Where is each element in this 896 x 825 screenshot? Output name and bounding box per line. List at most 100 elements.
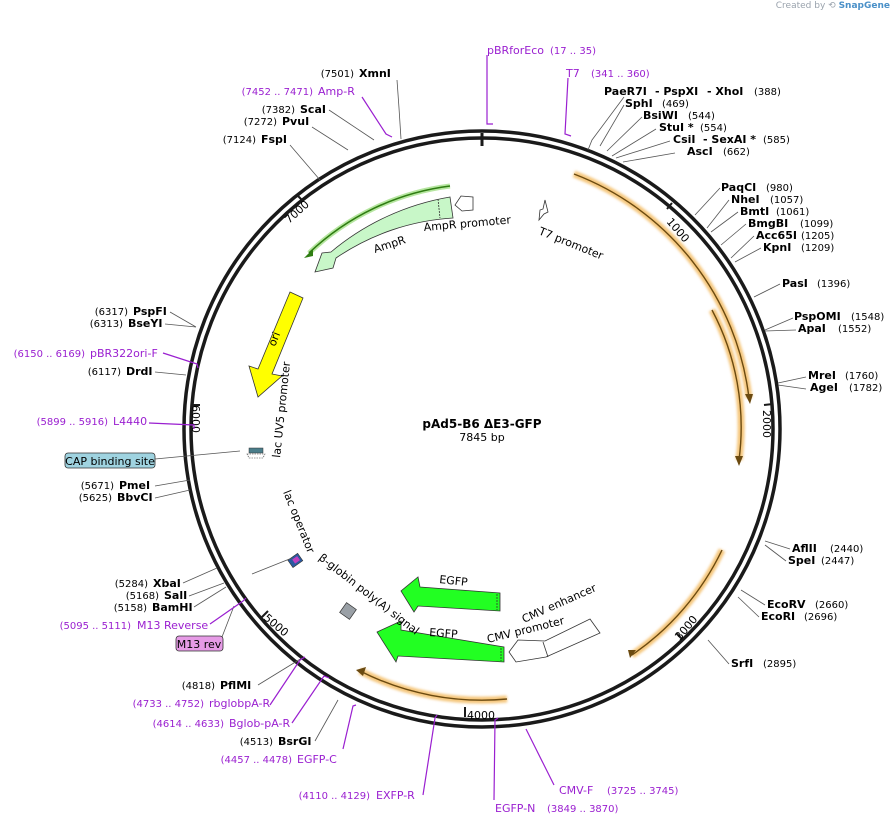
site-srfi: SrfI (2895) [731,657,796,670]
tick-label-2000: 2000 [760,410,773,438]
site-asci-name: AscI [687,145,713,158]
orf-arcs [304,170,753,704]
site-bmti-pos: (1061) [776,207,809,218]
egfp-feature-2 [376,620,505,663]
site-nhei: NheI (1057) [731,193,803,206]
m13-rev-label: M13 rev [177,638,222,651]
site-ecori-pos: (2696) [804,612,837,623]
site-agei: AgeI (1782) [810,381,882,394]
ampr-feature [314,196,454,273]
cap-binding-site-feature [246,447,266,459]
site-ecori-name: EcoRI [761,610,795,623]
credit-prefix: Created by [775,1,826,11]
primer-pbrforeco-pos: (17 .. 35) [550,46,596,57]
site-spei: SpeI (2447) [788,554,854,567]
site-paqci-name: PaqCI [721,181,756,194]
primer-exfp-r-name: EXFP-R [376,789,415,802]
site-xbai: (5284) XbaI [115,577,181,590]
primer-pbr322ori-f: (6150 .. 6169) pBR322ori-F [14,347,158,360]
ampr-orf-arc [304,183,451,258]
site-pspxi-name: - PspXI [655,85,698,98]
primer-m13-reverse-pos: (5095 .. 5111) [60,621,132,632]
site-sexai-pos: (585) [763,135,790,146]
cap-binding-site-label: CAP binding site [65,455,155,468]
site-bbvci-pos: (5625) [79,493,112,504]
site-pspomi-name: PspOMI [794,310,841,323]
primer-cmv-f-name: CMV-F [559,784,593,797]
site-acc65i-name: Acc65I [756,229,797,242]
site-pasi-pos: (1396) [817,279,850,290]
site-bseyi-name: BseYI [128,317,162,330]
site-bsiwi: BsiWI (544) [643,109,715,122]
site-nhei-pos: (1057) [770,195,803,206]
primer-rbglobpa-r-name: rbglobpA-R [209,697,270,710]
primer-bglob-pa-r-name: Bglob-pA-R [229,717,291,730]
site-bamhi: (5158) BamHI [114,601,193,614]
tick-label-6000: 6000 [189,405,202,433]
orf-arc-2 [708,308,745,466]
primer-m13-reverse-name: M13 Reverse [137,619,208,632]
site-bmti: BmtI (1061) [740,205,809,218]
primer-labels: pBRforEco (17 .. 35) T7 (341 .. 360) (74… [14,44,679,815]
site-xhoi-name: - XhoI [707,85,743,98]
primer-l4440-pos: (5899 .. 5916) [37,417,109,428]
site-bbvci: (5625) BbvCI [79,491,153,504]
site-pspomi-pos: (1548) [851,312,884,323]
t7-promoter-label: T7 promoter [536,224,606,262]
site-bamhi-pos: (5158) [114,603,147,614]
primer-rbglobpa-r: (4733 .. 4752) rbglobpA-R [133,697,271,710]
primer-t7: T7 (341 .. 360) [565,67,650,80]
site-bmgbi-pos: (1099) [800,219,833,230]
primer-egfp-n: EGFP-N (3849 .. 3870) [495,802,619,815]
site-paer7i-name: PaeR7I [604,85,647,98]
primer-exfp-r-pos: (4110 .. 4129) [299,791,371,802]
site-fspi-pos: (7124) [223,135,256,146]
primer-pbr322ori-f-pos: (6150 .. 6169) [14,349,86,360]
site-pmei-name: PmeI [119,479,150,492]
site-stui-pos: (554) [700,123,727,134]
site-xbai-pos: (5284) [115,579,148,590]
site-ecorv: EcoRV (2660) [767,598,848,611]
site-mrei: MreI (1760) [808,369,878,382]
site-pspfi-pos: (6317) [95,307,128,318]
site-bmgbi-name: BmgBI [748,217,788,230]
primer-egfp-n-name: EGFP-N [495,802,535,815]
site-paqci: PaqCI (980) [721,181,793,194]
site-scai-name: ScaI [300,103,326,116]
snapgene-brand: SnapGene [838,1,890,11]
primer-t7-pos: (341 .. 360) [591,69,650,80]
site-srfi-name: SrfI [731,657,753,670]
orf-arc-4 [356,667,508,704]
primer-rbglobpa-r-pos: (4733 .. 4752) [133,699,205,710]
primer-pbr322ori-f-name: pBR322ori-F [90,347,158,360]
site-bmgbi: BmgBI (1099) [748,217,833,230]
primer-pbrforeco-name: pBRforEco [487,44,544,57]
ori-label: ori [266,330,283,348]
primer-egfp-c: (4457 .. 4478) EGFP-C [221,753,338,766]
site-pmei: (5671) PmeI [81,479,150,492]
site-pspfi-name: PspFI [133,305,167,318]
m13-rev-box: M13 rev [175,635,224,652]
primer-pbrforeco: pBRforEco (17 .. 35) [487,44,596,57]
site-aflii-pos: (2440) [830,544,863,555]
primer-l4440: (5899 .. 5916) L4440 [37,415,148,428]
primer-amp-r-pos: (7452 .. 7471) [242,87,314,98]
primer-egfp-c-pos: (4457 .. 4478) [221,755,293,766]
backbone [182,129,782,729]
tick-marks [191,195,774,717]
primer-leaders [148,55,572,801]
site-xmni-pos: (7501) [321,69,354,80]
site-pflmi-name: PflMI [220,679,251,692]
site-pflmi: (4818) PflMI [182,679,252,692]
primer-exfp-r: (4110 .. 4129) EXFP-R [299,789,416,802]
map-title: pAd5-B6 ΔE3-GFP [422,417,541,431]
site-drdi-pos: (6117) [88,367,121,378]
site-bsiwi-pos: (544) [688,111,715,122]
site-apai: ApaI (1552) [798,322,871,335]
t7-promoter-feature [538,199,549,222]
primer-egfp-c-name: EGFP-C [297,753,337,766]
site-drdi-name: DrdI [126,365,153,378]
cmv-feature [508,618,601,663]
site-acc65i: Acc65I (1205) [756,229,834,242]
